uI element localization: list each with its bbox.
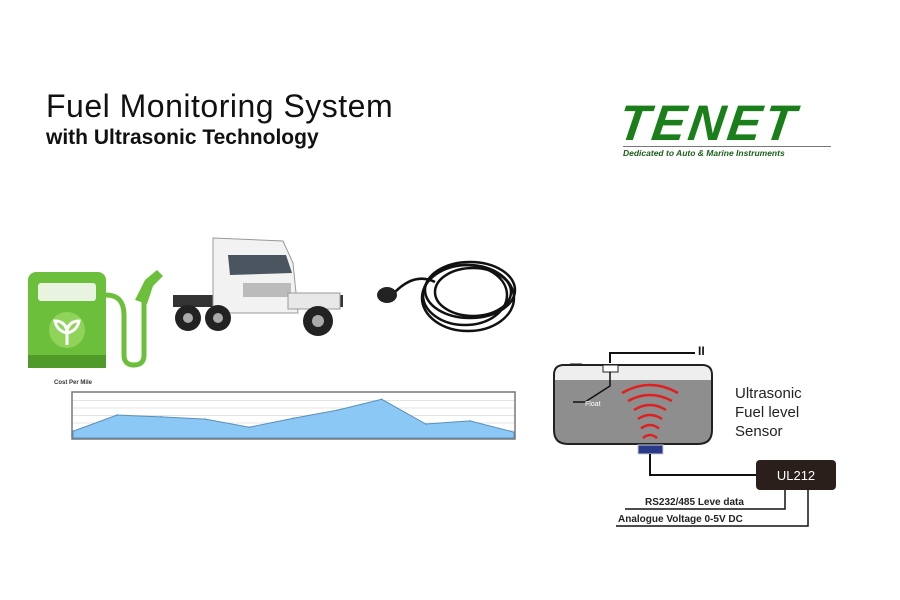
data-point (380, 398, 383, 401)
cost-per-mile-chart: Cost Per Mile (54, 380, 516, 440)
ultrasonic-sensor-image (377, 260, 517, 333)
data-point (160, 416, 162, 418)
chart-title: Cost Per Mile (54, 380, 93, 386)
data-point (336, 409, 339, 411)
wave-arc (621, 383, 679, 395)
data-point (116, 414, 118, 416)
data-point (204, 418, 207, 420)
wave-arc (633, 403, 667, 412)
page-subtitle: with Ultrasonic Technology (46, 126, 319, 149)
fuel-pump-icon (28, 270, 163, 368)
wave-arc (637, 413, 663, 421)
data-point (513, 431, 515, 433)
svg-text:II: II (698, 344, 705, 358)
ul212-unit (756, 460, 836, 490)
output-analogue: Analogue Voltage 0-5V DC (618, 514, 743, 525)
data-point (248, 426, 251, 428)
sensor-label-3: Sensor (735, 423, 783, 440)
wave-arc (640, 423, 660, 430)
logo-brand: TENET (615, 95, 802, 151)
sensor-label-1: Ultrasonic (735, 385, 802, 402)
wave-arc (642, 433, 658, 439)
truck-image (173, 237, 343, 336)
tenet-logo: TENET Dedicated to Auto & Marine Instrum… (615, 95, 835, 162)
data-point (72, 430, 74, 433)
page-title: Fuel Monitoring System (46, 88, 394, 124)
logo-tagline: Dedicated to Auto & Marine Instruments (623, 148, 785, 158)
output-rs232: RS232/485 Leve data (645, 497, 744, 508)
data-point (292, 417, 295, 419)
sensor-label-2: Fuel level (735, 404, 799, 421)
float-label: Float (585, 401, 601, 408)
fuel-level-sensor-diagram: II Float UL212 Ultrasonic Fuel level Sen… (553, 344, 836, 527)
ultrasonic-waves-icon (621, 383, 679, 439)
data-point (425, 423, 427, 425)
unit-label: UL212 (777, 468, 815, 483)
wave-arc (627, 393, 673, 403)
data-point (469, 420, 471, 422)
